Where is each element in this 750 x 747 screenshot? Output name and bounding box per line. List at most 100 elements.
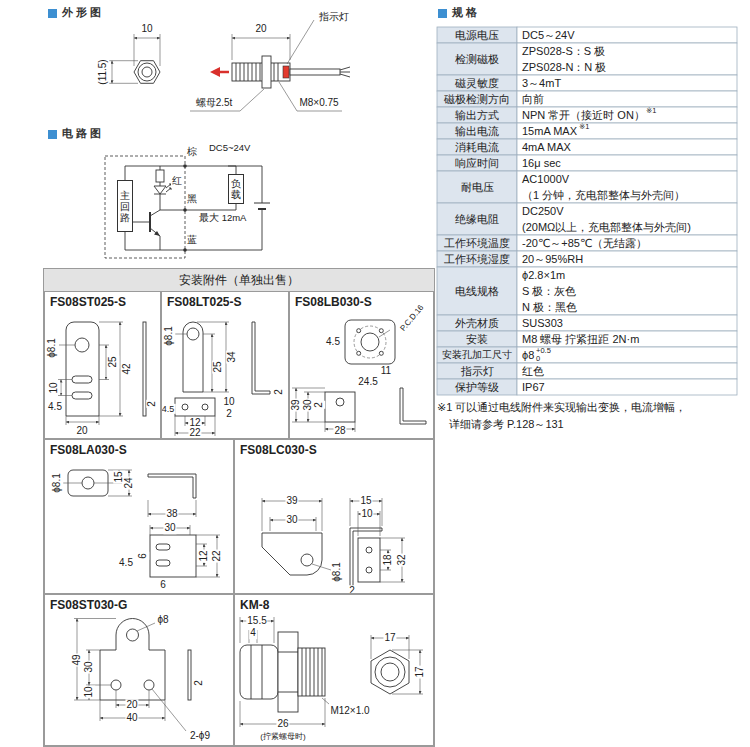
screw-hole: [357, 329, 361, 333]
extension-line: [409, 635, 410, 659]
accessory-item-panel: FS08LT025-S: [161, 291, 289, 439]
spec-value-cell: [517, 75, 737, 91]
bracket-side: [400, 388, 426, 424]
terminal-dot: [183, 208, 187, 212]
extension-line: [99, 416, 123, 417]
sensor-face: [138, 63, 156, 81]
accessory-item-panel: FS08LC030-S: [234, 439, 434, 594]
spec-label-cell: [437, 315, 517, 331]
spec-label: 电源电压: [455, 29, 499, 42]
dimension-line: [61, 380, 62, 396]
extension-line: [108, 60, 138, 61]
spec-label: 耐电压: [461, 181, 494, 194]
extension-line: [358, 511, 359, 536]
bracket-lc030: [262, 498, 405, 586]
supply-wire: [262, 166, 263, 203]
slot-hole: [72, 392, 92, 399]
wire-color: 蓝: [186, 234, 198, 246]
extension-line: [322, 498, 323, 531]
part-number: FS08LC030-S: [235, 441, 322, 459]
dimension-label: 15.5: [246, 615, 267, 627]
extension-line: [66, 416, 67, 425]
spec-value-cell: [517, 331, 737, 347]
panel-title: 安装附件（单独出售）: [44, 269, 434, 291]
spec-label: 外壳材质: [455, 317, 499, 330]
spec-value: 20～95%RH: [522, 253, 583, 266]
mount-hole: [187, 328, 199, 340]
extension-line: [382, 498, 383, 526]
slot-hole: [156, 544, 170, 550]
extension-line: [262, 498, 263, 531]
mount-hole: [202, 404, 208, 410]
dimension-label: 10: [48, 381, 60, 394]
extension-line: [196, 500, 197, 517]
spec-value: NPN 常开（接近时 ON）: [522, 109, 645, 122]
spec-label-cell: [437, 331, 517, 347]
dimension-label: 18: [382, 553, 394, 566]
footnote: ※1 可以通过电线附件来实现输出变换，电流增幅，: [437, 401, 686, 414]
spec-label-cell: [437, 363, 517, 379]
leader-line: [379, 330, 390, 337]
extension-line: [292, 388, 325, 389]
spec-label-cell: [437, 91, 517, 107]
bracket-side: [148, 474, 196, 498]
part-number: FS08LB030-S: [290, 293, 377, 311]
extension-line: [196, 566, 207, 567]
dimension-label: (拧紧螺母时): [259, 732, 306, 741]
black-wire: [160, 210, 236, 211]
dimension-label: 32: [396, 553, 408, 566]
section-marker: [438, 9, 447, 18]
extension-line: [108, 496, 132, 497]
bracket-la030: [63, 470, 220, 577]
cap-end-view: [381, 663, 399, 681]
spec-label: 检测磁极: [455, 53, 499, 66]
leader-line: [297, 111, 342, 112]
spec-superscript: 0: [536, 355, 540, 364]
extension-line: [99, 416, 100, 425]
bracket-plate: [183, 322, 203, 392]
extension-line: [148, 500, 149, 517]
spec-value: ϕ2.8×1m: [522, 269, 565, 282]
spec-value-cell: [517, 363, 737, 379]
spec-label-cell: [437, 139, 517, 155]
dimension-label: (11.5): [97, 58, 109, 85]
led-symbol: [154, 186, 166, 194]
dimension-label: 11: [380, 365, 392, 377]
mount-hole: [336, 398, 344, 406]
dimension-label: 25: [107, 355, 119, 368]
resistor-symbol: [156, 170, 164, 182]
dimension-label: 4.5: [161, 404, 176, 414]
nut: [278, 632, 298, 712]
bracket-plate: [345, 320, 395, 364]
nut: [262, 56, 271, 88]
spec-label: 安装孔加工尺寸: [442, 350, 512, 361]
spec-label-cell: [437, 107, 517, 123]
dimension-label: 6: [137, 552, 149, 560]
dimension-label: 30: [302, 398, 314, 411]
extension-line: [371, 635, 372, 659]
screw-hole: [357, 351, 361, 355]
dimension-label: M12×1.0: [329, 705, 370, 717]
part-number: FS08LA030-S: [45, 441, 132, 459]
bracket-side: [350, 528, 382, 586]
dimension-line: [66, 422, 99, 423]
spec-label: 工作环境温度: [444, 237, 510, 250]
extension-line: [86, 650, 100, 651]
spec-value-cell: [517, 27, 737, 43]
spec-label: 响应时间: [455, 157, 499, 170]
spec-label-cell: [437, 235, 517, 251]
circuit: [105, 156, 270, 258]
spec-label-cell: [437, 267, 517, 315]
slot-hole: [72, 376, 92, 383]
leader-line: [137, 623, 155, 631]
supply-wire: [262, 209, 263, 250]
spec-value: 4mA MAX: [522, 141, 571, 154]
mount-hole: [301, 554, 313, 566]
extension-line: [270, 517, 271, 531]
hex-end-view: [371, 650, 409, 694]
current-note: 最大 12mA: [198, 213, 247, 224]
extension-line: [197, 322, 229, 323]
spec-value: ZPS028-N：N 极: [522, 61, 606, 74]
spec-value-cell: [517, 43, 737, 75]
